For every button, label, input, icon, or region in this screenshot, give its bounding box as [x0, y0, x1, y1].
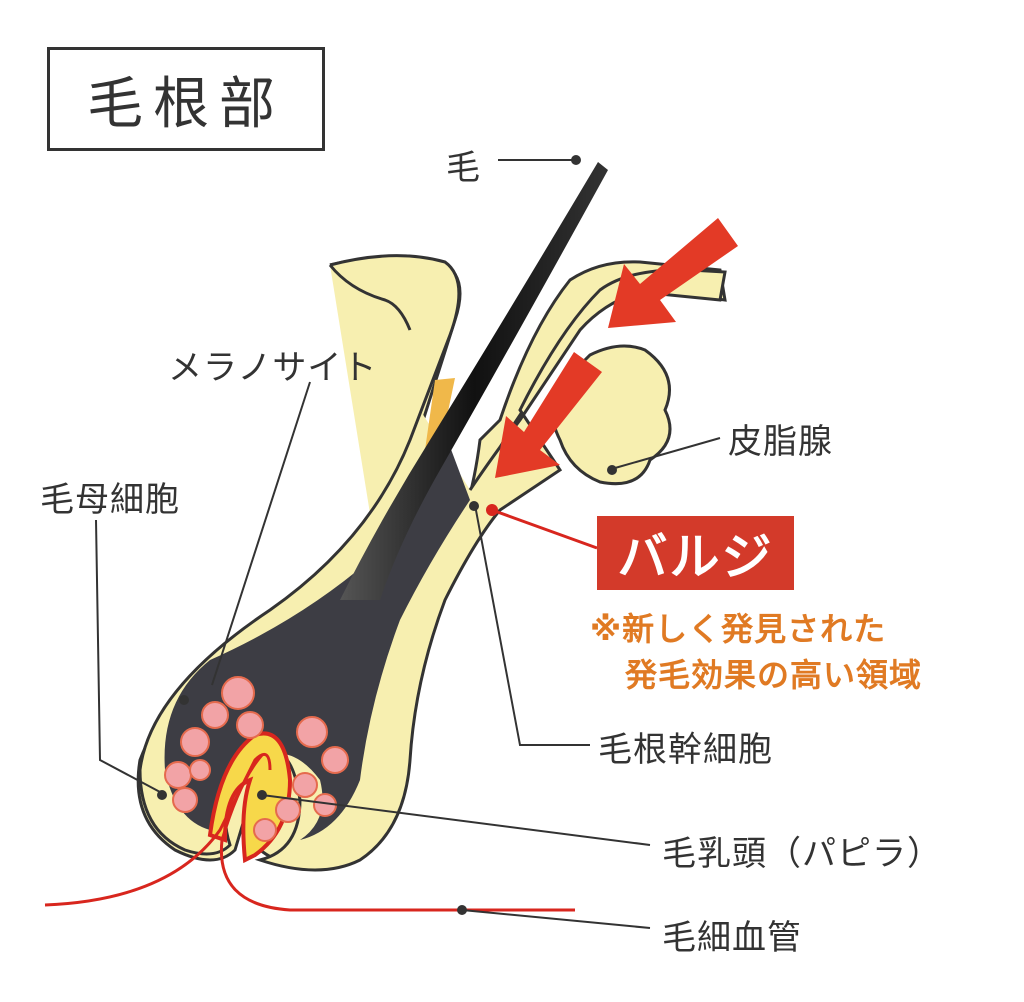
bulge-tag: バルジ	[597, 516, 794, 590]
leader-dots	[157, 155, 617, 915]
bulge-note-line2: 発毛効果の高い領域	[625, 656, 923, 694]
bulge-dot	[486, 504, 498, 516]
capillary-right	[219, 754, 575, 912]
leader-lines	[95, 159, 721, 929]
bulge-note-line1: ※新しく発見された	[590, 610, 887, 648]
label-hair-matrix: 毛母細胞	[40, 480, 180, 520]
follicle-left-lip	[328, 264, 412, 331]
label-papilla: 毛乳頭（パピラ）	[662, 834, 942, 874]
bulge-leader	[491, 508, 598, 550]
label-melanocyte: メラノサイト	[168, 348, 378, 388]
label-sebaceous-gland: 皮脂腺	[728, 422, 833, 462]
label-capillary: 毛細血管	[662, 918, 802, 958]
melanocyte-band	[425, 378, 455, 450]
label-hair: 毛	[446, 148, 481, 188]
arrow-lower	[495, 352, 602, 478]
capillary-left	[44, 752, 272, 907]
arrow-upper	[608, 218, 738, 328]
matrix-cells	[164, 676, 349, 842]
hair-shaft	[340, 162, 608, 600]
label-stem-cell: 毛根幹細胞	[598, 730, 773, 770]
diagram-title: 毛根部	[47, 47, 325, 151]
